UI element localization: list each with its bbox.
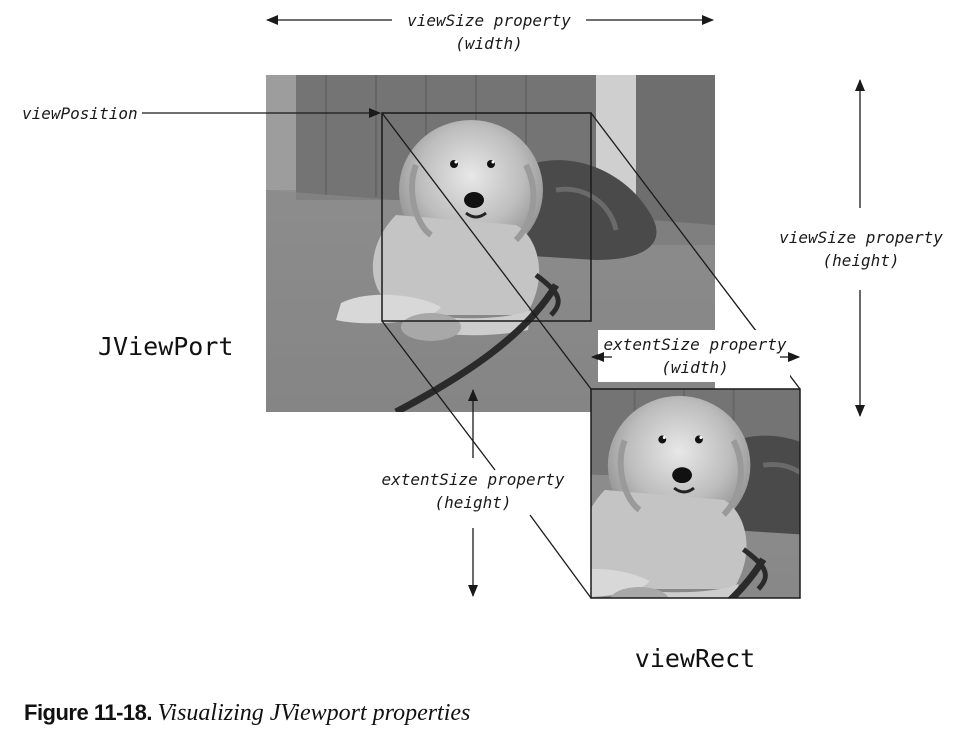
figure-caption: Figure 11-18. Visualizing JViewport prop… xyxy=(24,700,470,727)
extentsize-width-sub: (width) xyxy=(661,358,728,377)
viewposition-label: viewPosition xyxy=(22,104,138,123)
figure-number: Figure 11-18. xyxy=(24,700,153,725)
viewsize-height-sub: (height) xyxy=(822,251,899,270)
figure-title: Visualizing JViewport properties xyxy=(157,700,471,726)
view-region-rect xyxy=(381,112,592,322)
extentsize-width-label: extentSize property xyxy=(603,335,786,354)
viewrect-frame xyxy=(590,388,801,599)
extentsize-width-bg xyxy=(598,330,790,382)
viewsize-width-label: viewSize property xyxy=(407,11,571,30)
viewrect-label: viewRect xyxy=(635,644,755,673)
jviewport-label: JViewPort xyxy=(98,332,233,361)
viewsize-width-sub: (width) xyxy=(455,34,522,53)
viewsize-height-label: viewSize property xyxy=(779,228,943,247)
extentsize-height-label: extentSize property xyxy=(381,470,564,489)
extentsize-height-sub: (height) xyxy=(434,493,511,512)
